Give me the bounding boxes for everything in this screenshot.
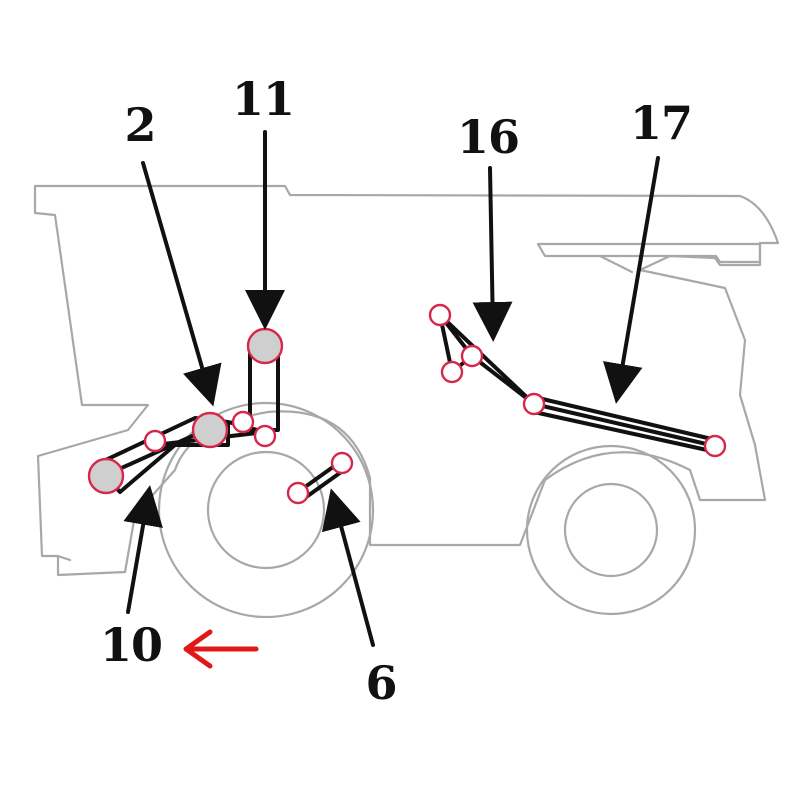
belt-10 [93, 416, 230, 494]
pulley-main [191, 411, 229, 449]
pulley-idler-b [231, 410, 255, 434]
arrow-left-icon [183, 629, 259, 669]
belt-16-inner [470, 354, 536, 406]
pulley-17-rear [703, 434, 727, 458]
label-2: 2 [124, 98, 156, 152]
label-11: 11 [231, 72, 295, 126]
grain-tank-rail [536, 242, 762, 264]
label-6: 6 [365, 656, 397, 710]
combine-outline [33, 184, 780, 577]
front-rim [206, 450, 326, 570]
pulley-6-upper [330, 451, 354, 475]
feeder-house-line [56, 554, 72, 562]
arrow-17 [603, 156, 660, 404]
pulley-top [246, 327, 284, 365]
pulley-idler-a [143, 429, 167, 453]
pulley-6-lower [286, 481, 310, 505]
label-17: 17 [629, 96, 693, 150]
arrow-10 [123, 485, 163, 614]
belt-17 [532, 402, 717, 448]
pulley-idler-c [253, 424, 277, 448]
unloader-line [598, 254, 634, 274]
arrow-16 [472, 166, 513, 342]
label-10: 10 [99, 618, 163, 672]
belt-16 [438, 313, 474, 374]
belt-system-rear [428, 303, 727, 458]
pulley-16-low [440, 360, 464, 384]
label-16: 16 [456, 110, 520, 164]
pulley-feeder [87, 457, 125, 495]
belt-16-long [438, 313, 536, 406]
pulley-16-top [428, 303, 452, 327]
belt-17-top [532, 395, 718, 442]
belt-system-front [87, 327, 354, 505]
rear-wheel [525, 444, 697, 616]
rear-rim [563, 482, 659, 578]
belt-17-bottom [532, 410, 718, 454]
rear-tire [525, 444, 697, 616]
pulley-17-front [522, 392, 546, 416]
pulley-16-mid [460, 344, 484, 368]
body-outline [33, 184, 780, 577]
arrow-6 [321, 488, 375, 647]
arrow-2 [141, 161, 222, 407]
callout-arrows [123, 130, 660, 647]
